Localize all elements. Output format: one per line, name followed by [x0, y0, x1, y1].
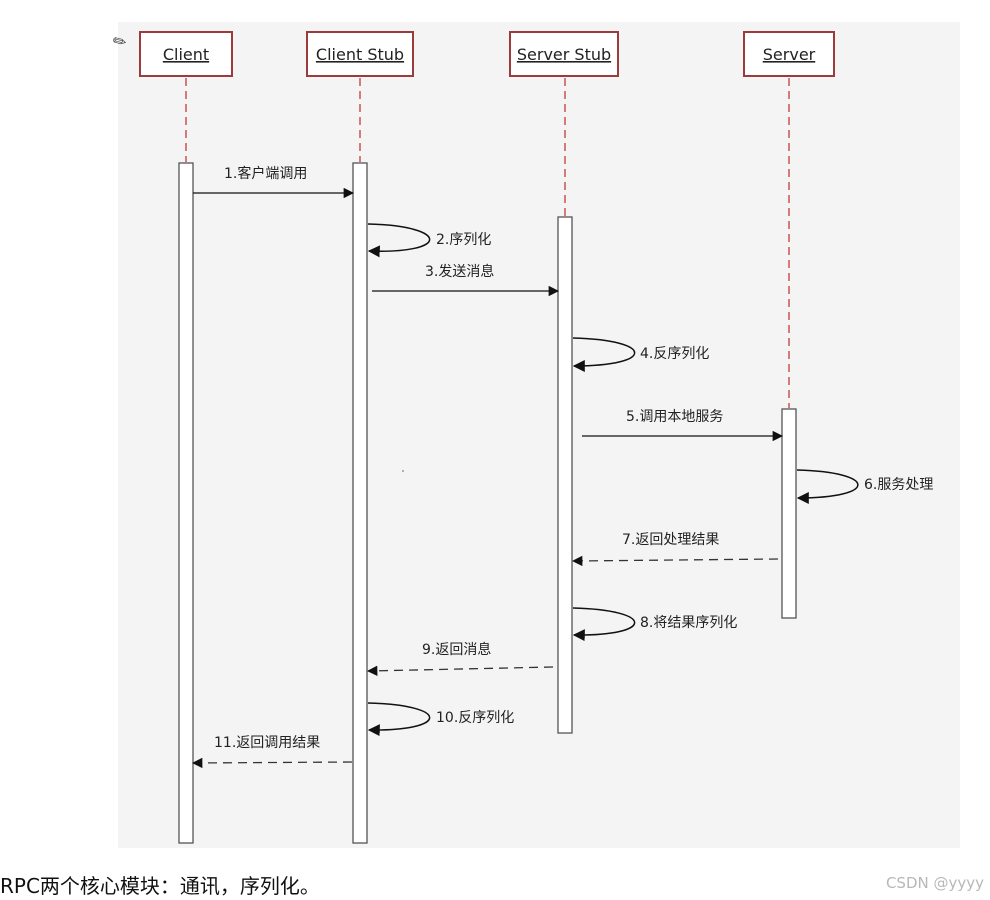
- message-arrow-9: [366, 665, 554, 676]
- participant-client: Client: [139, 31, 233, 77]
- sequence-diagram: Client Client Stub Server Stub Server 1.…: [139, 31, 933, 844]
- self-loop-2: [367, 223, 431, 258]
- self-loop-6: [796, 469, 859, 504]
- message-label-9: 9.返回消息: [422, 641, 491, 658]
- participant-server: Server: [743, 31, 835, 77]
- message-label-6: 6.服务处理: [864, 477, 933, 493]
- participant-client-stub-label: Client Stub: [316, 45, 404, 64]
- message-label-11: 11.返回调用结果: [214, 735, 320, 751]
- participant-server-stub-label: Server Stub: [517, 45, 611, 64]
- self-loop-10: [367, 702, 431, 737]
- participant-server-label: Server: [763, 45, 816, 64]
- participant-client-label: Client: [163, 45, 209, 64]
- self-loop-4: [572, 337, 636, 372]
- participant-server-stub: Server Stub: [509, 31, 619, 77]
- message-label-4: 4.反序列化: [640, 346, 709, 362]
- speck: [402, 470, 404, 472]
- message-label-5: 5.调用本地服务: [626, 409, 723, 425]
- sequence-diagram-area: [118, 22, 960, 848]
- activation-client: [178, 162, 194, 844]
- activation-server: [781, 408, 797, 619]
- message-arrow-11: [191, 757, 353, 769]
- caption: RPC两个核心模块：通讯，序列化。: [0, 874, 320, 898]
- message-label-10: 10.反序列化: [436, 710, 514, 726]
- watermark: CSDN @yyyy: [885, 874, 984, 892]
- participant-client-stub: Client Stub: [306, 31, 414, 77]
- message-label-8: 8.将结果序列化: [640, 615, 737, 631]
- message-label-2: 2.序列化: [436, 232, 491, 248]
- message-label-7: 7.返回处理结果: [622, 532, 719, 548]
- activation-server-stub: [557, 216, 573, 734]
- message-label-1: 1.客户端调用: [224, 165, 307, 182]
- message-label-3: 3.发送消息: [425, 263, 494, 280]
- self-loop-8: [572, 607, 636, 642]
- activation-client-stub: [352, 162, 368, 844]
- message-arrow-7: [571, 555, 779, 567]
